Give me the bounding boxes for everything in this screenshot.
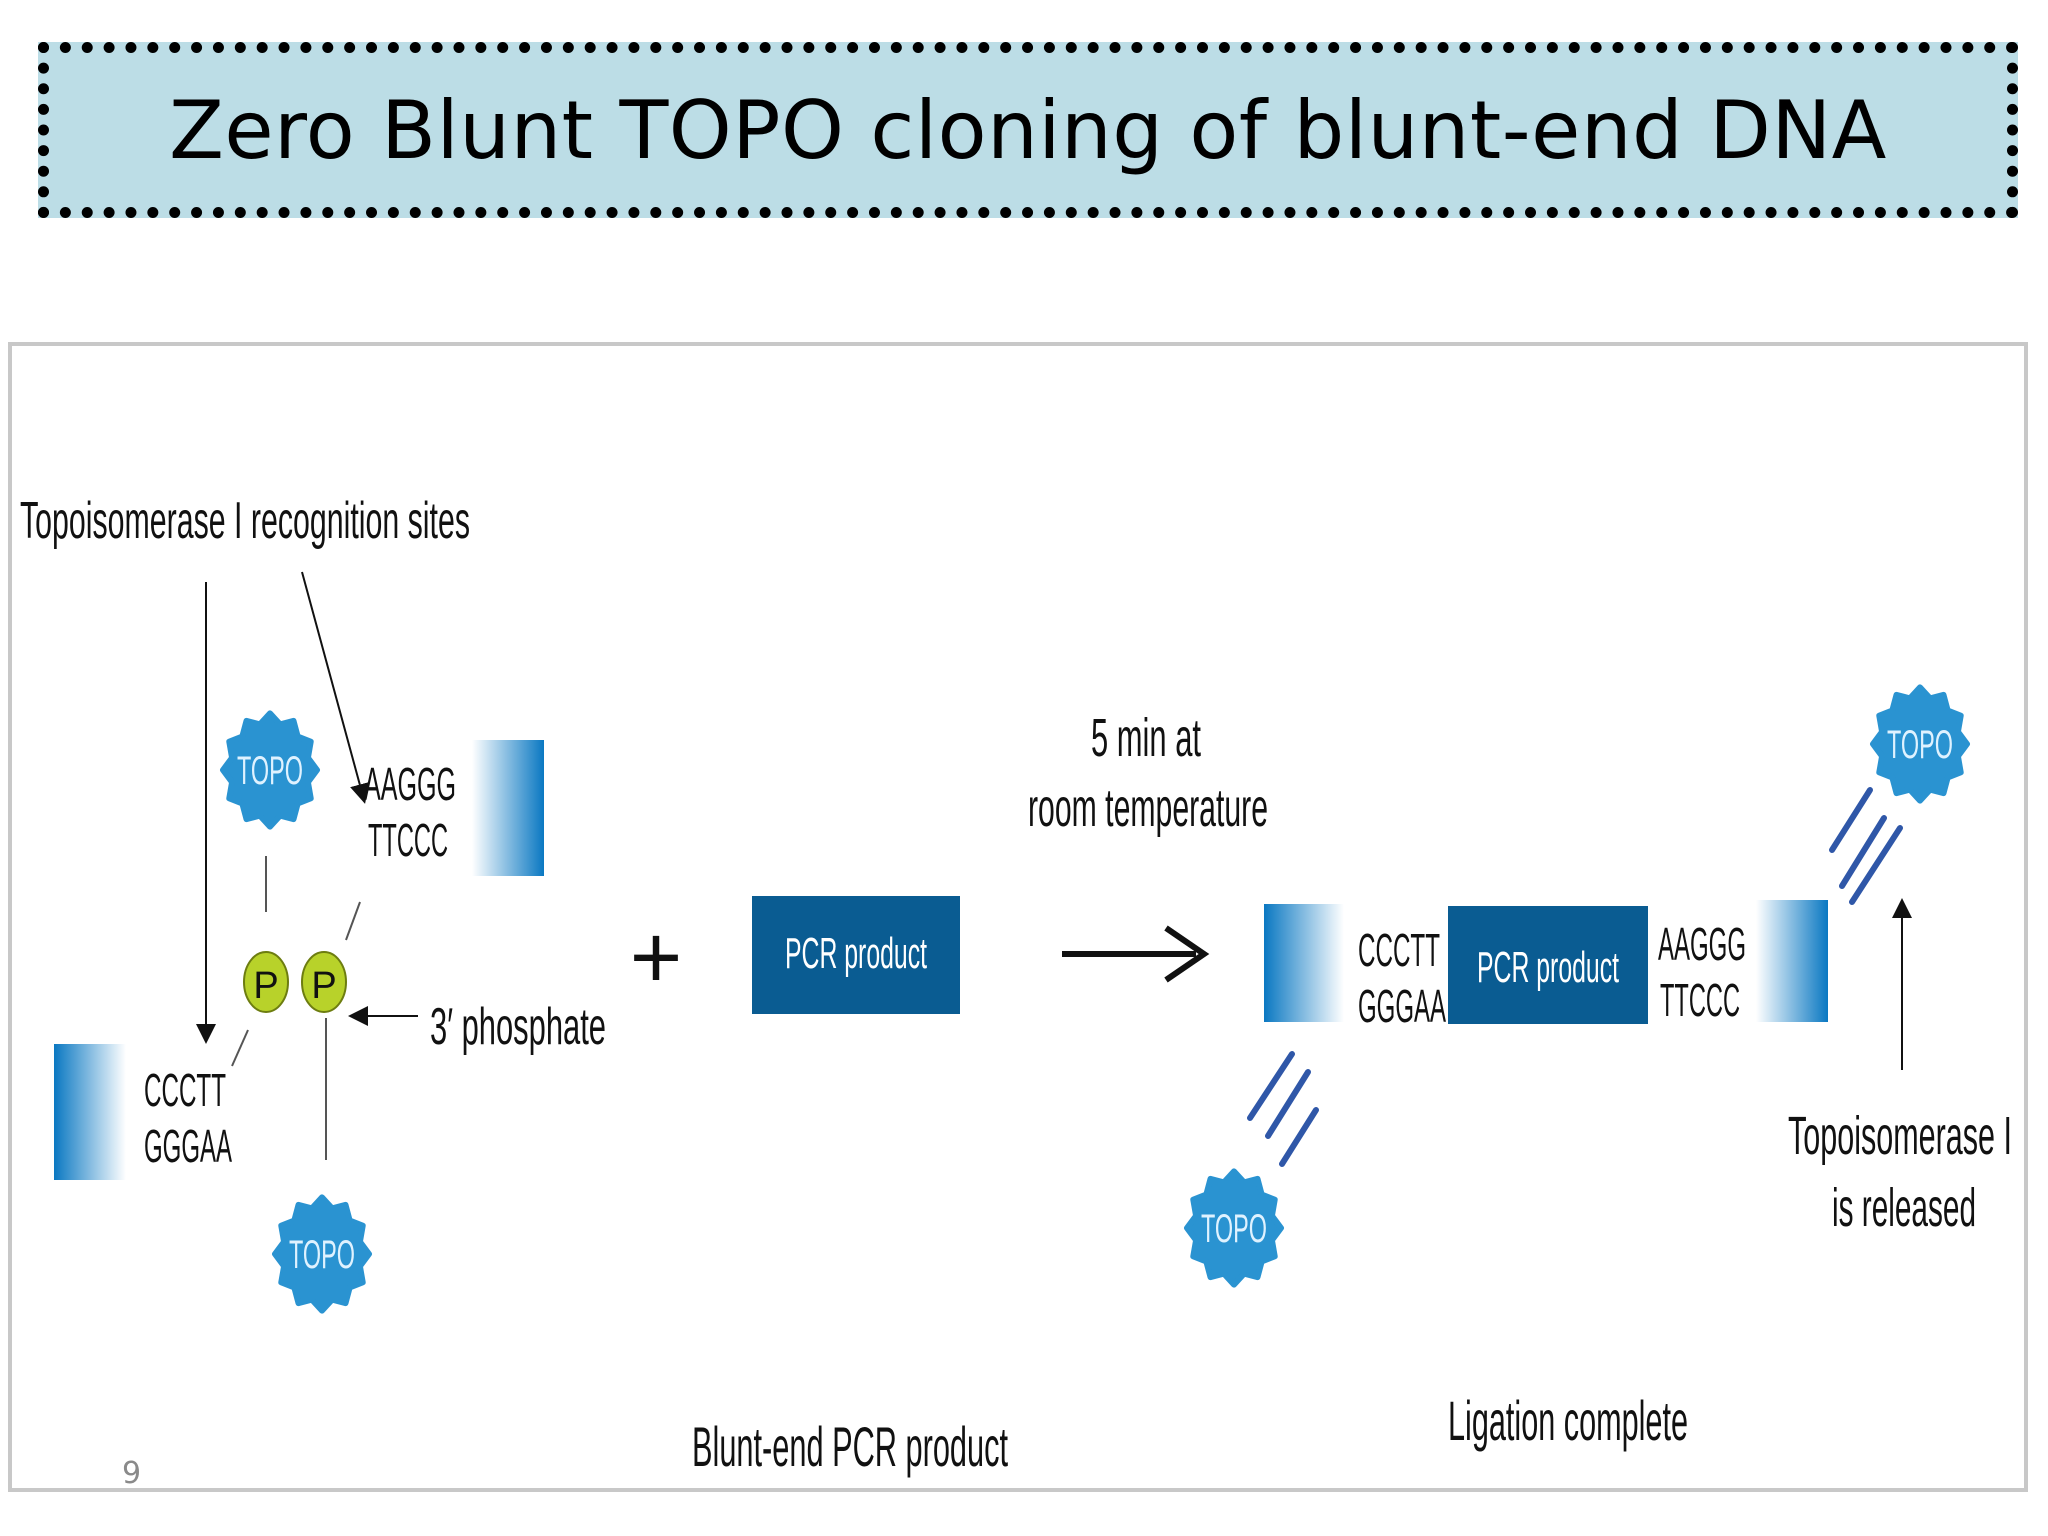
ligated-pcr-product-box bbox=[1448, 906, 1648, 1024]
pcr-product-label: PCR product bbox=[785, 929, 927, 978]
connector-lower-fragment bbox=[231, 1029, 249, 1067]
released-label-line1: Topoisomerase I bbox=[1788, 1106, 2012, 1166]
topo-enzyme-lower-left: TOPO bbox=[272, 1194, 372, 1314]
ligated-dna-left bbox=[1264, 904, 1344, 1022]
topo-label: TOPO bbox=[289, 1233, 355, 1277]
topo-enzyme-upper-left: TOPO bbox=[220, 710, 320, 830]
topo-enzyme-released-upper: TOPO bbox=[1870, 684, 1970, 804]
phosphate-circle-right: P bbox=[301, 951, 347, 1013]
dna-fragment-upper bbox=[472, 740, 544, 876]
motion-streaks-upper bbox=[1829, 787, 1903, 905]
svg-text:P: P bbox=[253, 965, 278, 1007]
sequence-upper-top: AAGGG bbox=[364, 758, 456, 810]
svg-text:P: P bbox=[311, 965, 336, 1007]
topo-label: TOPO bbox=[1887, 723, 1953, 767]
pcr-product-box bbox=[752, 896, 960, 1014]
ligation-caption: Ligation complete bbox=[1448, 1389, 1688, 1452]
plus-sign: + bbox=[630, 908, 683, 1008]
dna-fragment-lower bbox=[54, 1044, 126, 1180]
ligated-sequence-left-bottom: GGGAA bbox=[1358, 980, 1446, 1032]
phosphate-circle-left: P bbox=[243, 951, 289, 1013]
title-banner: Zero Blunt TOPO cloning of blunt-end DNA bbox=[38, 42, 2018, 218]
recognition-arrow-right bbox=[301, 571, 370, 804]
sequence-upper-bottom: TTCCC bbox=[368, 814, 448, 866]
recognition-sites-label: Topoisomerase I recognition sites bbox=[20, 492, 470, 550]
connector-upper-fragment bbox=[345, 901, 361, 941]
ligated-dna-right bbox=[1756, 900, 1828, 1022]
blunt-end-caption: Blunt-end PCR product bbox=[692, 1415, 1008, 1478]
topo-label: TOPO bbox=[237, 749, 303, 793]
ligated-sequence-right-top: AAGGG bbox=[1658, 918, 1746, 970]
sequence-lower-bottom: GGGAA bbox=[144, 1120, 232, 1172]
phosphate-label: 3′ phosphate bbox=[430, 998, 606, 1056]
sequence-lower-top: CCCTT bbox=[144, 1064, 226, 1116]
page-number: 9 bbox=[122, 1456, 142, 1491]
motion-streaks-lower bbox=[1247, 1051, 1319, 1167]
slide-title: Zero Blunt TOPO cloning of blunt-end DNA bbox=[169, 83, 1887, 177]
ligated-sequence-right-bottom: TTCCC bbox=[1660, 974, 1740, 1026]
released-label-line2: is released bbox=[1832, 1178, 1976, 1238]
reaction-arrow bbox=[1062, 925, 1210, 983]
topo-enzyme-released-lower: TOPO bbox=[1184, 1168, 1284, 1288]
reaction-condition-line1: 5 min at bbox=[1091, 708, 1201, 768]
topo-label: TOPO bbox=[1201, 1207, 1267, 1251]
ligated-sequence-left-top: CCCTT bbox=[1358, 924, 1440, 976]
reaction-condition-line2: room temperature bbox=[1028, 778, 1268, 838]
ligated-pcr-product-label: PCR product bbox=[1477, 943, 1619, 992]
